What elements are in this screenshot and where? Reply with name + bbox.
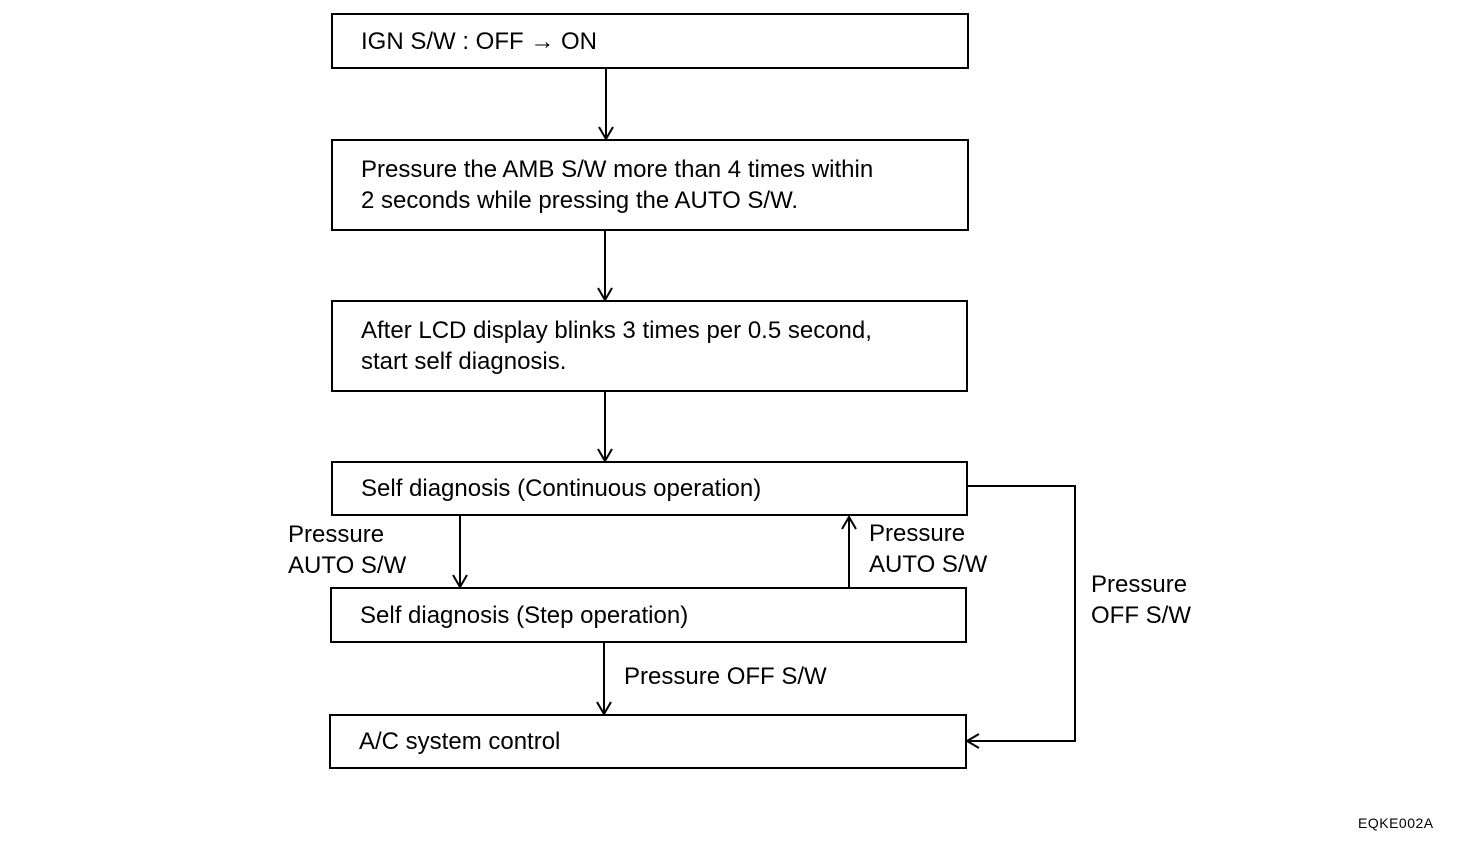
step-line: IGN S/W : OFF → ON	[361, 27, 597, 55]
step-self-diagnosis-step: Self diagnosis (Step operation)	[330, 587, 967, 643]
edge-label-to-continuous: Pressure AUTO S/W	[869, 520, 988, 578]
edge-label-continuous-to-ac: Pressure OFF S/W	[1091, 571, 1191, 629]
arrow-continuous-to-ac-control	[965, 485, 1076, 749]
step-line: start self diagnosis.	[361, 348, 567, 375]
step-ign-switch: IGN S/W : OFF → ON	[331, 13, 969, 69]
arrow-ign-to-press-amb	[598, 68, 614, 141]
step-ac-system-control: A/C system control	[329, 714, 967, 769]
edge-label-step-to-ac: Pressure OFF S/W	[624, 663, 827, 690]
step-line: 2 seconds while pressing the AUTO S/W.	[361, 187, 799, 214]
step-line: Self diagnosis (Step operation)	[360, 601, 689, 629]
step-line: Self diagnosis (Continuous operation)	[361, 475, 762, 502]
arrow-step-to-continuous	[841, 515, 857, 589]
arrow-lcd-blink-to-continuous	[597, 392, 613, 463]
step-lcd-blink: After LCD display blinks 3 times per 0.5…	[331, 300, 968, 392]
step-line: Pressure the AMB S/W more than 4 times w…	[361, 156, 874, 183]
step-line: After LCD display blinks 3 times per 0.5…	[361, 317, 872, 344]
edge-label-to-step: Pressure AUTO S/W	[288, 521, 407, 579]
figure-code: EQKE002A	[1358, 815, 1434, 831]
step-line: A/C system control	[359, 728, 561, 755]
arrow-step-to-ac-control	[596, 642, 612, 716]
arrow-continuous-to-step	[452, 515, 468, 589]
step-press-amb-switch: Pressure the AMB S/W more than 4 times w…	[331, 139, 969, 231]
step-self-diagnosis-continuous: Self diagnosis (Continuous operation)	[331, 461, 968, 516]
arrow-press-amb-to-lcd-blink	[597, 230, 613, 302]
